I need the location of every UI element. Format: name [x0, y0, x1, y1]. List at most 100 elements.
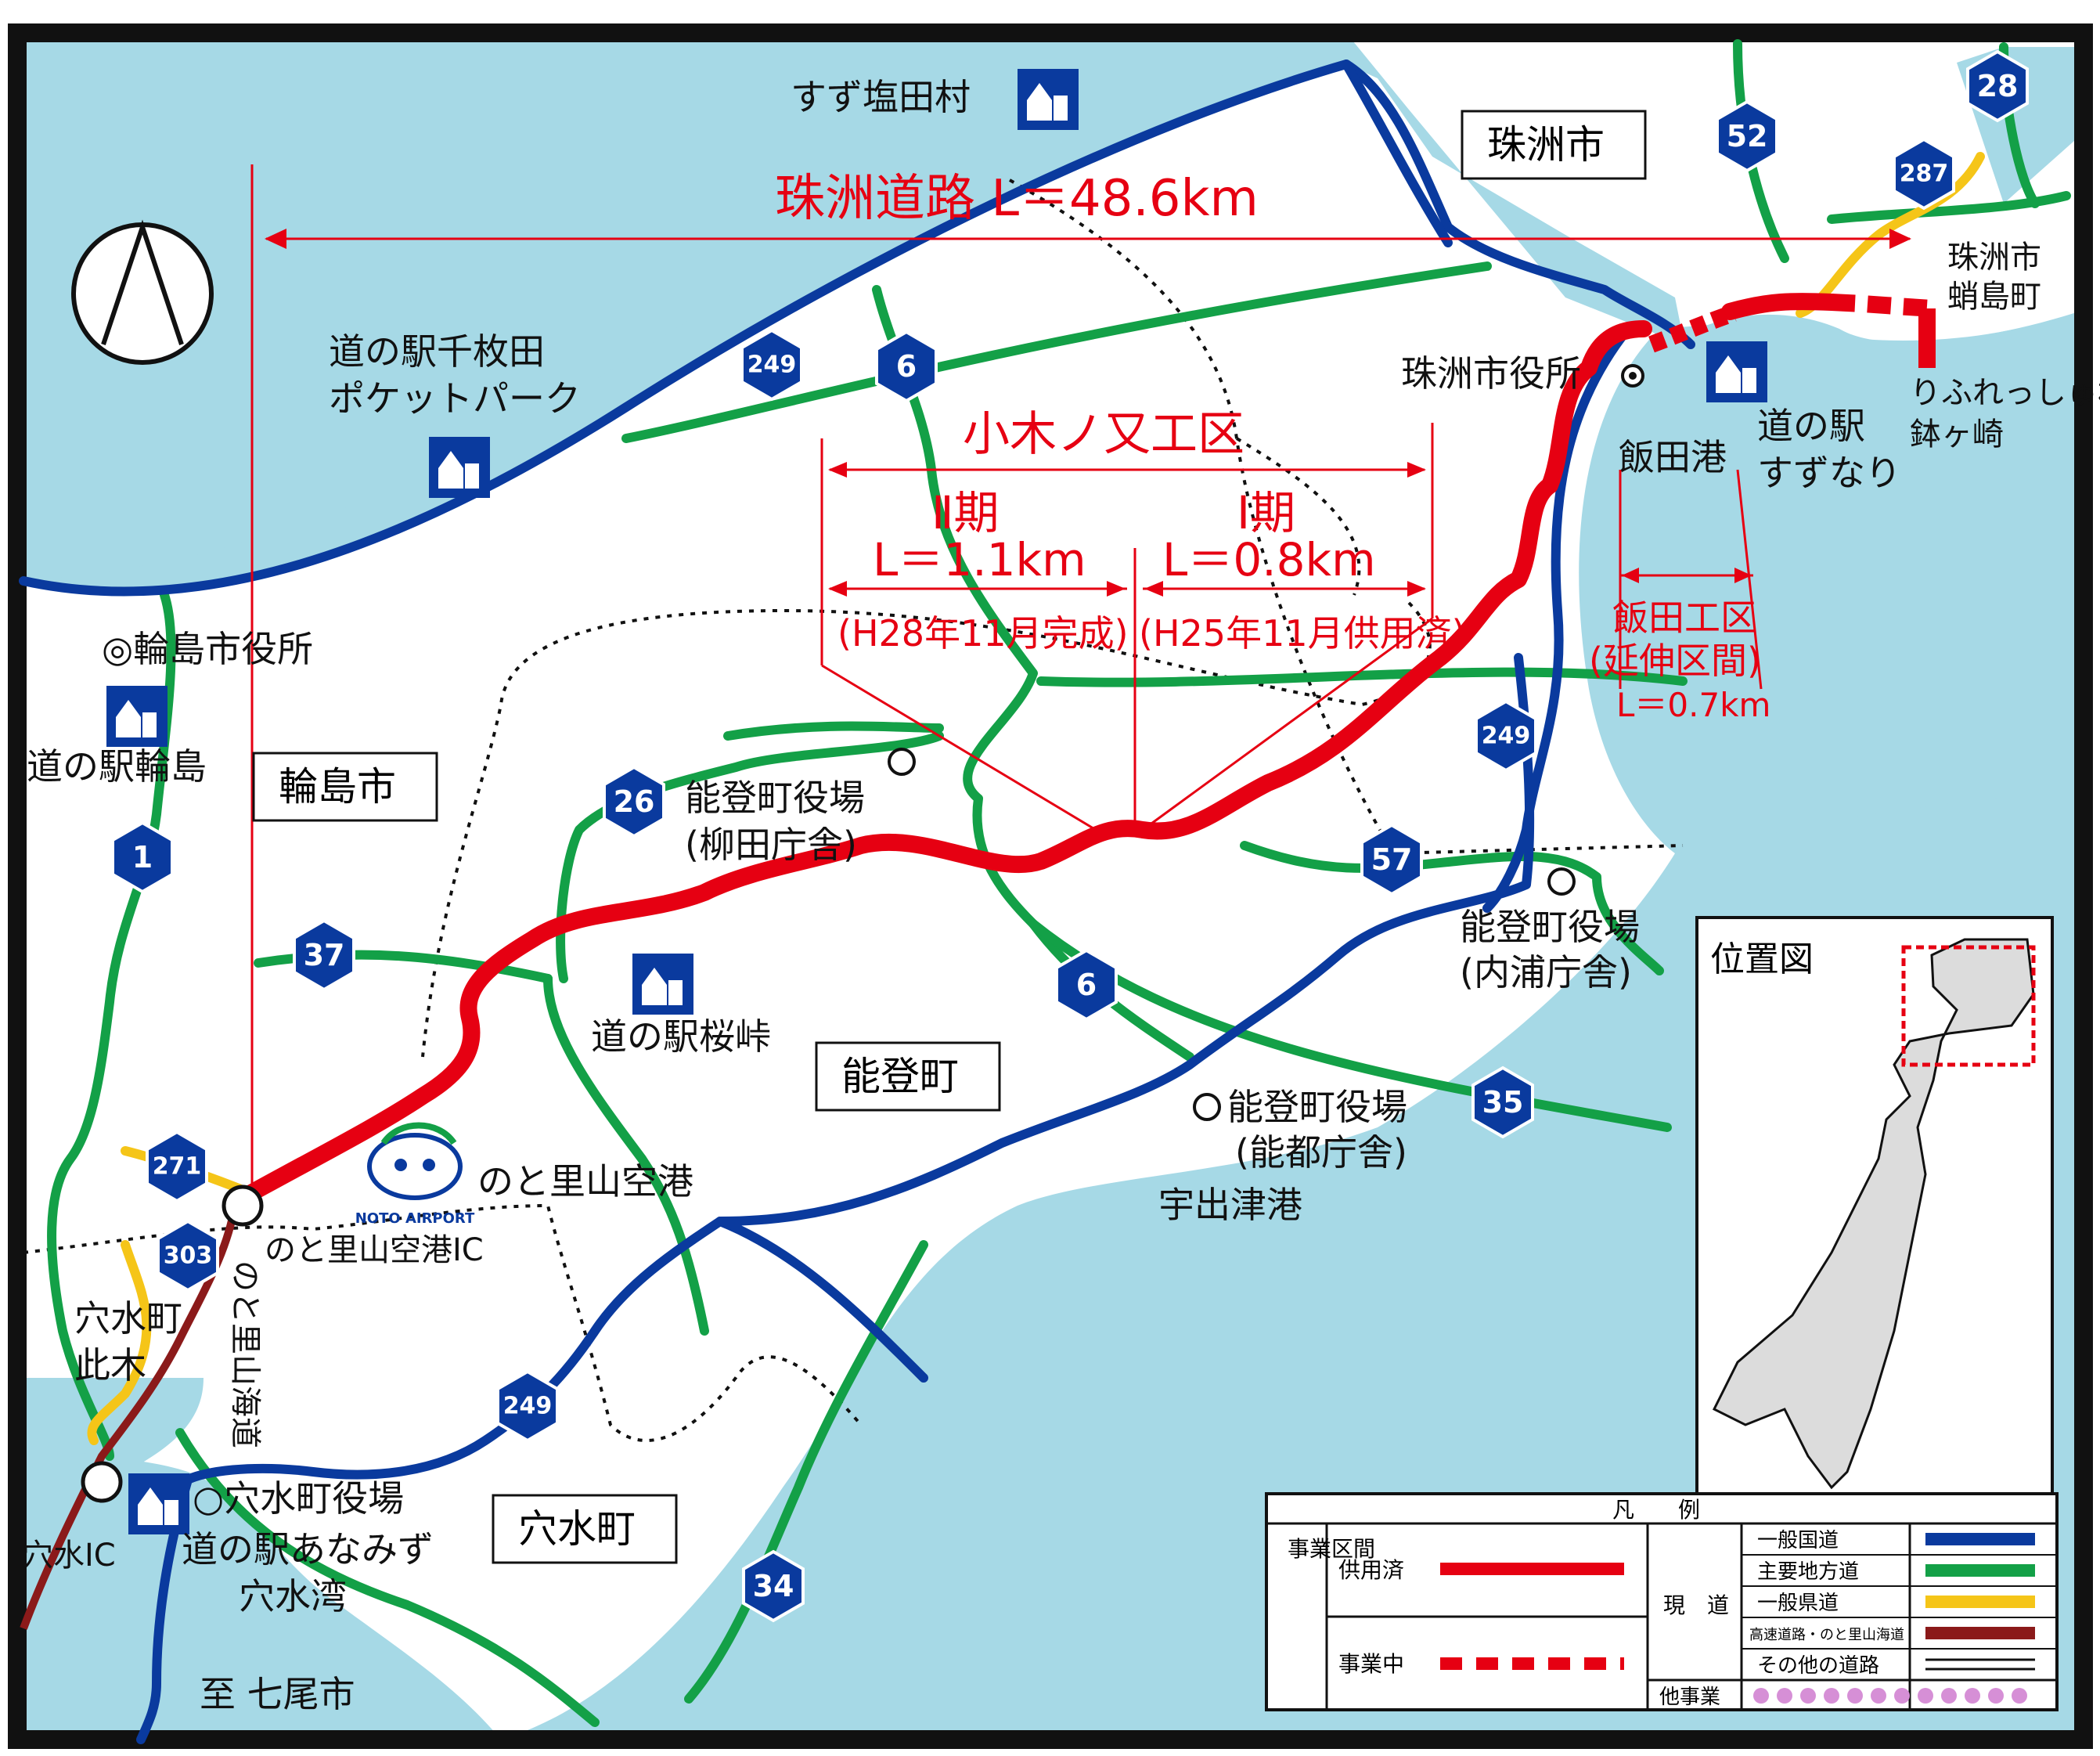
arrow-head-left [265, 229, 286, 249]
inset-title: 位置図 [1710, 939, 1814, 979]
route-shield-6: 6 [1055, 948, 1118, 1022]
svg-text:303: 303 [164, 1242, 213, 1270]
svg-text:37: 37 [304, 938, 345, 972]
route-shield-34: 34 [742, 1549, 805, 1623]
legend-title: 凡 例 [1612, 1497, 1700, 1523]
map-border [8, 23, 2093, 1749]
iida-section-name: 飯田工区 [1612, 597, 1756, 639]
svg-text:26: 26 [614, 784, 655, 819]
city-office-marker-dot [1629, 372, 1637, 380]
svg-text:52: 52 [1727, 119, 1768, 153]
city-box-wajima: 輪島市 [252, 752, 438, 822]
phase2-length: L＝1.1km [873, 533, 1086, 586]
national-roads [19, 59, 1695, 1744]
legend-other-project-label: 他事業 [1659, 1686, 1720, 1709]
label-sakuratoge: 道の駅桜峠 [591, 1015, 771, 1058]
svg-text:珠洲市: 珠洲市 [1487, 122, 1605, 168]
route-shield-57: 57 [1360, 823, 1423, 896]
label-nanao: 至 七尾市 [200, 1673, 355, 1715]
label-anamizu-office: ○穴水町役場 [193, 1477, 404, 1520]
section-arrowheads [828, 462, 1752, 597]
label-takojima-1: 珠洲市 [1947, 240, 2041, 276]
route-shield-249: 249 [740, 328, 803, 402]
legend-national-label: 一般国道 [1757, 1529, 1839, 1552]
phase1-status: (H25年11月供用済) [1139, 612, 1466, 654]
label-hachigasaki-2: 鉢ヶ崎 [1910, 416, 2004, 453]
label-konogi-2: 此木 [74, 1344, 146, 1386]
legend-expressway-label: 高速道路・のと里山海道 [1749, 1627, 1904, 1643]
route-shield-249: 249 [1475, 699, 1537, 773]
suzu-road-in-service [234, 320, 1652, 1206]
route-shield-35: 35 [1471, 1065, 1534, 1139]
label-noto-uchiura-2: (内浦庁舎) [1460, 951, 1632, 993]
label-anamizu-ic: 穴水IC [22, 1538, 116, 1574]
roadside-station-icon [429, 437, 490, 498]
label-suzu-office: 珠洲市役所 [1401, 352, 1581, 395]
label-wajima-office: ◎輪島市役所 [102, 628, 313, 670]
svg-text:35: 35 [1482, 1085, 1524, 1120]
label-noto-uchiura-1: 能登町役場 [1460, 906, 1640, 948]
iida-section-sub: (延伸区間) [1589, 640, 1761, 682]
route-shield-26: 26 [603, 765, 665, 838]
section-name: 小木ノ又工区 [963, 407, 1245, 462]
iida-bay [1579, 313, 2074, 853]
label-senmaida-1: 道の駅千枚田 [329, 330, 545, 373]
label-noto-notsu-2: (能都庁舎) [1235, 1131, 1407, 1174]
svg-text:249: 249 [503, 1393, 553, 1420]
legend-other-label: その他の道路 [1757, 1654, 1879, 1678]
legend: 凡 例 事業区間 供用済 事業中 現 道 一般国道 主要地方道 一般県道 高速道… [1265, 1492, 2059, 1711]
route-shield-287: 287 [1893, 137, 1955, 211]
location-inset: 位置図 [1695, 916, 2054, 1511]
label-noto-notsu-1: 能登町役場 [1227, 1086, 1407, 1128]
roadside-station-icon [1018, 69, 1079, 130]
label-suzunari-2: すずなり [1757, 452, 1901, 494]
roadside-station-icon [128, 1473, 189, 1534]
label-iida-port: 飯田港 [1619, 436, 1727, 478]
legend-prefectural-label: 一般県道 [1757, 1592, 1839, 1615]
roadside-station-icon [1706, 341, 1767, 402]
label-airport-ic: のと里山空港IC [265, 1232, 484, 1268]
label-takojima-2: 蛸島町 [1947, 279, 2041, 315]
label-senmaida-2: ポケットパーク [329, 377, 581, 420]
svg-text:輪島市: 輪島市 [279, 764, 396, 809]
route-shield-28: 28 [1966, 49, 2029, 123]
route-shield-6: 6 [875, 330, 938, 403]
legend-in-service-label: 供用済 [1338, 1557, 1404, 1583]
label-noto-yanagida-2: (柳田庁舎) [685, 824, 857, 866]
section-dimension-lines [820, 423, 1763, 831]
interchange-marker [222, 1184, 264, 1227]
route-shield-303: 303 [157, 1219, 219, 1293]
noto-airport-logo-icon: NOTO AIRPORT [355, 1122, 475, 1227]
phase1-length: L＝0.8km [1162, 533, 1376, 586]
ishikawa-prefecture-shape [1712, 938, 2035, 1490]
svg-text:34: 34 [753, 1569, 794, 1603]
legend-other-project-swatch [1753, 1688, 2027, 1704]
route-shields: 249 6 249 26 1 37 6 57 35 249 34 52 28 2… [111, 49, 2029, 1623]
legend-current-label: 現 道 [1663, 1592, 1729, 1618]
phase2-status: (H28年11月完成) [837, 612, 1129, 654]
suzu-road-in-progress-east [1831, 294, 1934, 317]
iida-section-length: L＝0.7km [1616, 686, 1770, 724]
label-wajima-station: 道の駅輪島 [27, 745, 207, 788]
arrow-head-right [1889, 229, 1911, 249]
svg-text:NOTO AIRPORT: NOTO AIRPORT [355, 1210, 475, 1227]
roadside-station-icon [106, 686, 167, 747]
suzu-road-in-progress-iida [1648, 305, 1737, 353]
svg-text:穴水町: 穴水町 [518, 1506, 636, 1552]
phase2-name: Ⅱ期 [931, 486, 1000, 539]
legend-major-label: 主要地方道 [1757, 1560, 1859, 1584]
label-ushitsu-port: 宇出津港 [1158, 1184, 1302, 1226]
svg-text:6: 6 [896, 349, 917, 384]
svg-text:57: 57 [1371, 842, 1413, 877]
route-shield-249: 249 [496, 1369, 559, 1443]
label-anamizu-station-2: 穴水湾 [239, 1575, 347, 1617]
label-noto-yanagida-1: 能登町役場 [685, 777, 865, 819]
town-office-marker [888, 748, 916, 776]
city-box-anamizu: 穴水町 [492, 1494, 678, 1564]
svg-text:28: 28 [1977, 69, 2019, 103]
label-satoyama-road: のと里山海道 [227, 1260, 263, 1448]
city-box-noto: 能登町 [815, 1041, 1001, 1112]
interchange-marker [81, 1461, 123, 1503]
town-office-marker [1193, 1093, 1221, 1121]
